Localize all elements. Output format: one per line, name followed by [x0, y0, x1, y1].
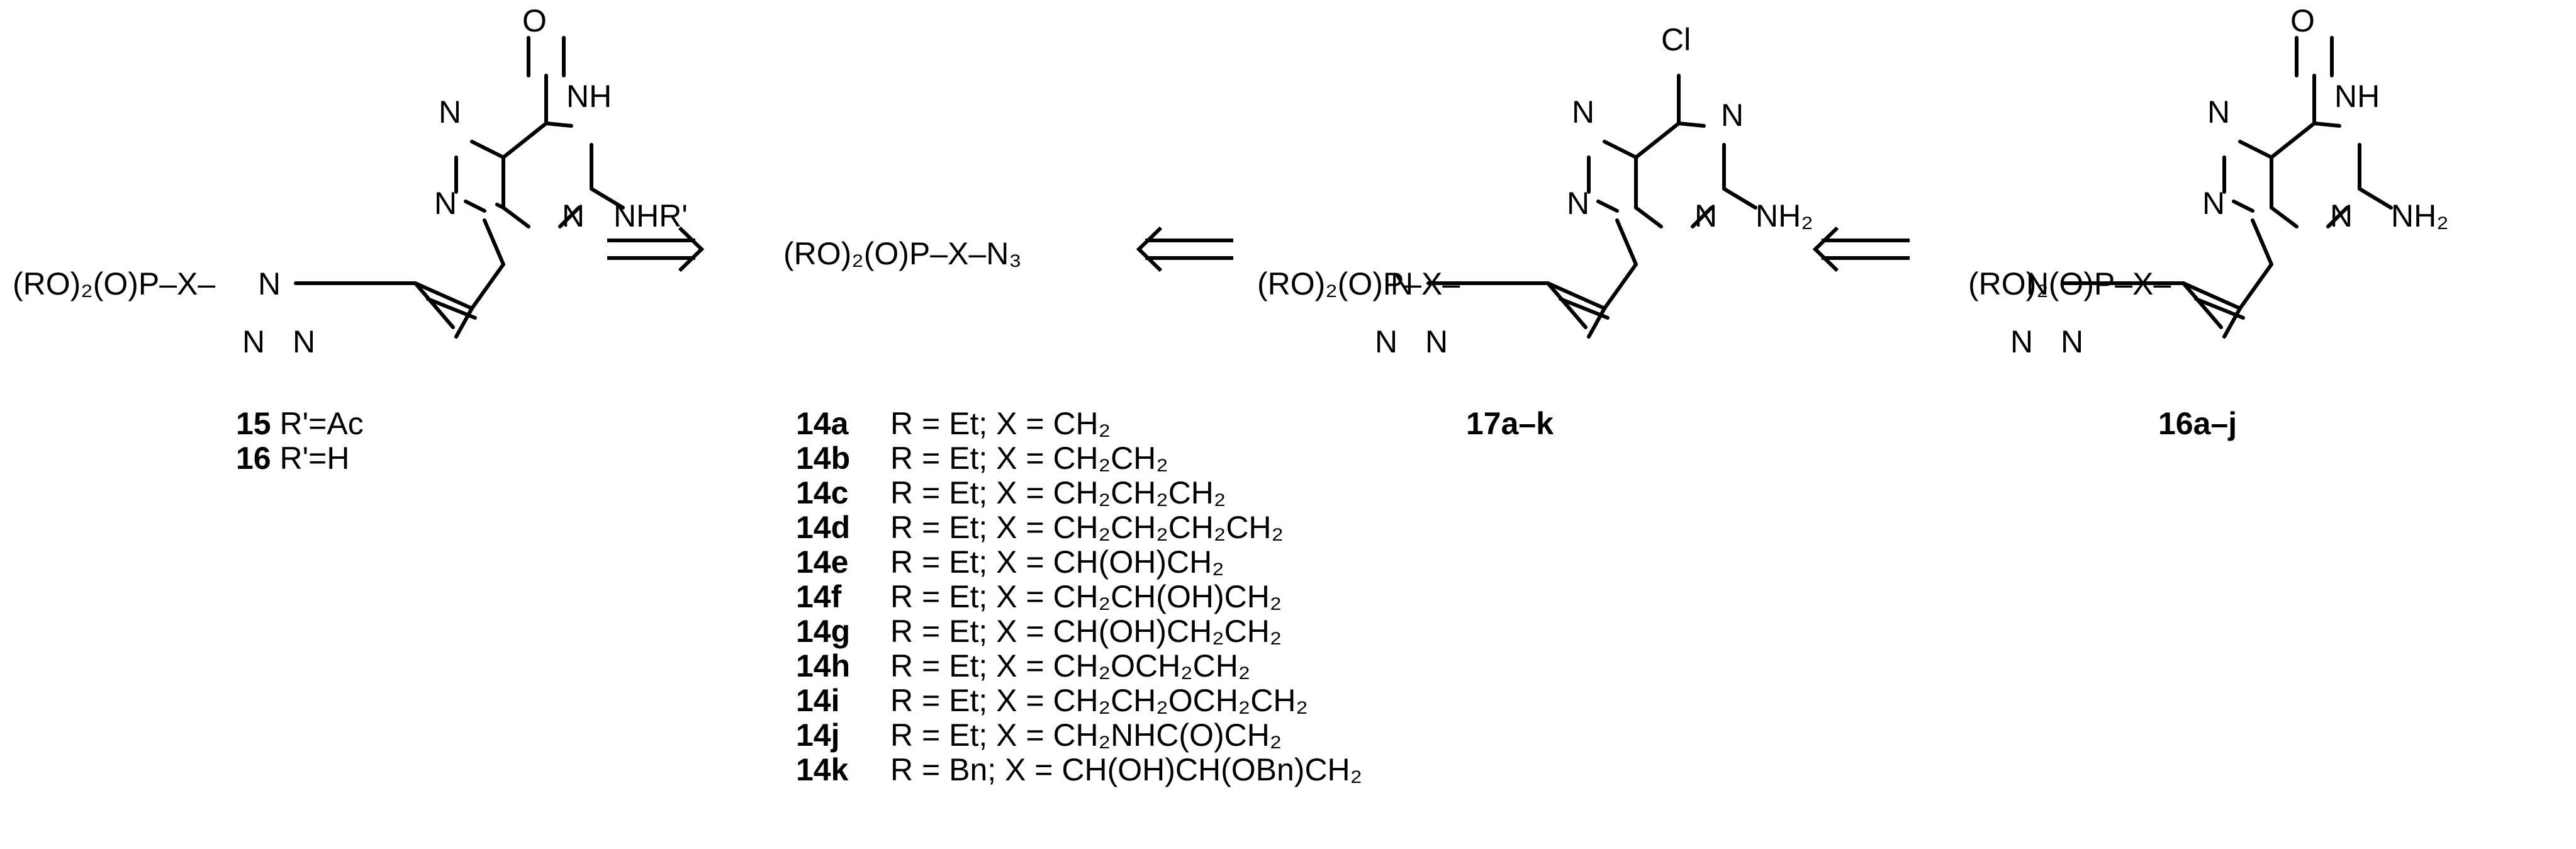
compound-id: 14d [796, 510, 850, 545]
triazole-n3: N [293, 324, 315, 359]
compound-id: 14i [796, 683, 840, 718]
compound-id: 14c [796, 475, 848, 510]
triazole-n1: N [2026, 266, 2049, 301]
label-16a-j: 16a–j [2158, 406, 2237, 441]
label-16-id: 16 [236, 441, 271, 476]
compound-id: 14j [796, 717, 840, 753]
compound-description: R = Et; X = CH₂OCH₂CH₂ [890, 648, 1250, 683]
compound-id: 14k [796, 752, 849, 787]
phosphonate-chain: (RO)₂(O)P–X– [13, 266, 215, 301]
compound-id: 14h [796, 648, 850, 683]
purine-ring-bonds [454, 36, 625, 310]
substituent-nhr: NHR' [613, 198, 688, 233]
phosphonate-fragment: (RO)₂(O)P–X– [1257, 266, 1460, 301]
triazole-n1: N [258, 266, 281, 301]
chloro-atom: Cl [1661, 22, 1691, 57]
compound-id: 14a [796, 406, 849, 441]
triazole-n3: N [2061, 324, 2083, 359]
purine-n3: N [2330, 198, 2353, 233]
substituent-nh2: NH₂ [1756, 198, 1813, 233]
triazole-n2: N [1375, 324, 1397, 359]
triazole-n3: N [1425, 324, 1448, 359]
carbonyl-oxygen: O [2290, 3, 2315, 38]
triazole-ring-bonds [294, 281, 477, 339]
compound-id: 14b [796, 441, 850, 476]
phosphonate-fragment: (RO)₂(O)P–X– [13, 266, 215, 301]
compound-description: R = Et; X = CH₂CH₂ [890, 441, 1168, 476]
retro-arrow-1 [607, 226, 705, 273]
compound-description: R = Et; X = CH(OH)CH₂CH₂ [890, 614, 1282, 649]
purine-nh: NH [2334, 79, 2380, 114]
structure-15-16: (RO)₂(O)P–X– O N NH N N NHR' N N N [13, 3, 688, 359]
compound-id: 14e [796, 544, 848, 580]
purine-n7: N [2207, 94, 2230, 130]
compound-description: R = Et; X = CH₂CH₂OCH₂CH₂ [890, 683, 1308, 718]
purine-nh: NH [566, 79, 612, 114]
series-14-list: 14a R = Et; X = CH₂ 14b R = Et; X = CH₂CH₂ 1… [796, 406, 1362, 787]
compound-description: R = Et; X = CH₂CH(OH)CH₂ [890, 579, 1282, 614]
purine-n3: N [1694, 198, 1717, 233]
substituent-nh2: NH₂ [2391, 198, 2449, 233]
structure-17: (RO)₂(O)P–X– Cl N N N N NH₂ N N N [1257, 22, 1813, 359]
carbonyl-oxygen: O [522, 3, 547, 38]
triazole-n2: N [2010, 324, 2033, 359]
purine-n7: N [439, 94, 461, 130]
structure-16a-j: (RO)₂(O)P–X– O N NH N N NH₂ N N N [1968, 3, 2449, 359]
triazole-n2: N [242, 324, 265, 359]
label-16-text: R'=H [271, 441, 350, 476]
purine-n7: N [1572, 94, 1594, 130]
label-17a-k: 17a–k [1466, 406, 1554, 441]
compound-description: R = Et; X = CH₂NHC(O)CH₂ [890, 717, 1282, 753]
purine-n1: N [1721, 98, 1744, 133]
triazole-n1: N [1391, 266, 1413, 301]
compound-id: 14g [796, 614, 850, 649]
retro-arrow-2 [1136, 226, 1233, 273]
label-15-text: R'=Ac [271, 406, 364, 441]
purine-n9: N [1567, 186, 1589, 221]
azide-fragment: (RO)₂(O)P–X–N₃ [783, 236, 1022, 271]
compound-description: R = Bn; X = CH(OH)CH(OBn)CH₂ [890, 752, 1362, 787]
phosphonate-fragment: (RO)₂(O)P–X– [1968, 266, 2171, 301]
retro-arrow-3 [1812, 226, 1910, 273]
compound-description: R = Et; X = CH(OH)CH₂ [890, 544, 1224, 580]
compound-description: R = Et; X = CH₂CH₂CH₂ [890, 475, 1226, 510]
label-16: 16 R'=H [236, 441, 349, 476]
label-15: 15 R'=Ac [236, 406, 364, 441]
purine-n9: N [434, 186, 457, 221]
compound-description: R = Et; X = CH₂ [890, 406, 1111, 441]
label-15-id: 15 [236, 406, 271, 441]
purine-n9: N [2202, 186, 2225, 221]
compound-description: R = Et; X = CH₂CH₂CH₂CH₂ [890, 510, 1284, 545]
compound-id: 14f [796, 579, 842, 614]
purine-n3: N [562, 198, 585, 233]
